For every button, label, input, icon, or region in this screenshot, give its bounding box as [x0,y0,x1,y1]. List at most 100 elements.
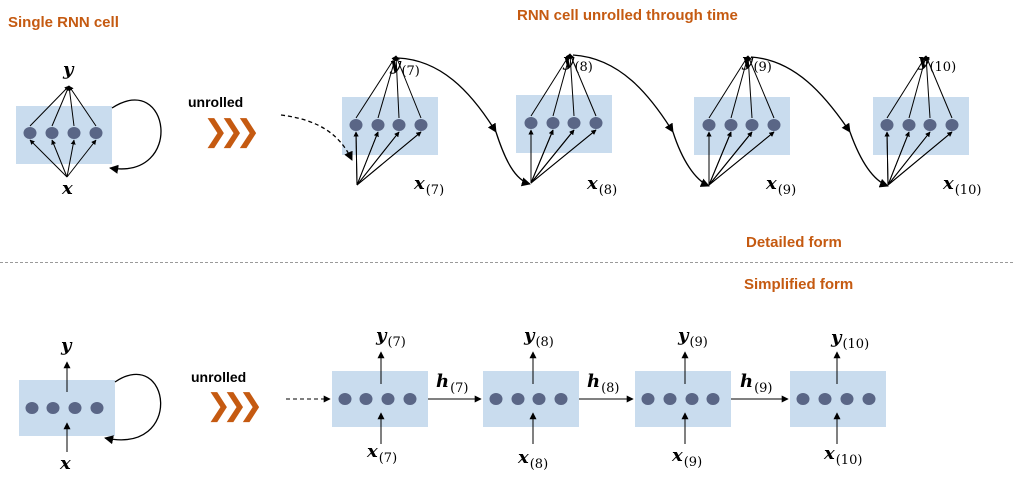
var-subscript: (9) [777,183,797,198]
var-subscript: (10) [929,60,957,75]
recurrent-arrow [750,56,851,133]
neuron [414,119,428,131]
recurrent-arrow [495,131,531,187]
neuron [745,119,759,131]
recurrent-arrow [104,373,162,445]
unrolled-label-top: unrolled [188,94,244,110]
var-letter: x [367,441,378,462]
connection-arrow [530,129,554,184]
var-subscript: (7) [401,64,420,79]
connection-arrow [569,53,597,117]
connection-arrow [356,131,379,186]
var-x-letter: x [60,453,71,474]
var-subscript: (10) [842,337,870,352]
connection-arrow [356,131,422,186]
connection-arrow [567,53,575,117]
var-subscript: (9) [754,381,773,396]
var-subscript: (8) [598,183,618,198]
neuron [89,127,103,139]
var-y-letter: y [61,335,72,356]
neuron [403,393,417,405]
neuron [381,393,395,405]
recurrent-arrow [849,131,889,188]
var-letter: x [766,173,777,194]
hidden-state-label: h(8) [587,373,620,396]
var-letter: y [678,325,689,346]
neuron [554,393,568,405]
connection-arrow [708,131,753,186]
connection-arrow [745,55,753,119]
triple-chevron-right-icon: ❯❯❯ [203,114,261,149]
neuron [524,117,538,129]
var-letter: x [414,173,425,194]
simplified-x-label: x(10) [824,445,862,468]
connection-arrow [530,53,571,117]
neuron [945,119,959,131]
var-subscript: (9) [683,455,703,470]
connection-arrow [886,55,927,119]
detailed-x-label: x(10) [943,175,981,198]
var-letter: x [672,445,683,466]
neuron [767,119,781,131]
connection-arrow [51,85,70,127]
var-letter: x [518,447,529,468]
connection-arrow [29,139,68,178]
var-letter: h [740,371,754,392]
detailed-x-label: x(8) [587,175,617,198]
connection-arrow [66,139,97,178]
connection-arrow [923,55,931,119]
connection-arrow [887,131,910,186]
var-letter: h [436,371,450,392]
var-subscript: (8) [535,335,554,350]
neuron [840,393,854,405]
var-letter: y [831,327,842,348]
single-cell-output-top: y [63,61,73,79]
connection-arrow [884,131,890,186]
neuron [67,127,81,139]
connection-arrow [747,55,775,119]
single-cell-output-bottom: y [61,337,71,355]
connection-arrow [887,131,931,186]
connection-arrow [377,55,398,119]
connection-arrow [887,131,953,186]
recurrent-arrow [672,131,710,187]
detailed-y-label: y(7) [390,54,420,79]
neuron [90,402,104,414]
single-cell-input-bottom: x [60,455,71,473]
neuron [338,393,352,405]
simplified-y-label: y(8) [524,325,554,350]
connection-arrow [708,131,775,186]
neuron [702,119,716,131]
simplified-y-label: y(10) [831,327,869,352]
var-letter: y [390,54,401,75]
neuron [706,393,720,405]
connection-arrow [353,131,359,186]
neuron [68,402,82,414]
var-subscript: (7) [450,381,469,396]
neuron [818,393,832,405]
neuron [796,393,810,405]
var-subscript: (7) [387,335,406,350]
connection-arrow [708,55,749,119]
var-subscript: (10) [954,183,982,198]
connection-arrow [393,55,400,119]
var-subscript: (8) [601,381,620,396]
neuron [663,393,677,405]
var-letter: y [524,325,535,346]
connection-arrow [530,129,597,184]
neuron [880,119,894,131]
recurrent-arrow [397,57,497,133]
single-cell-input-top: x [62,180,73,198]
neuron [489,393,503,405]
neuron [685,393,699,405]
connection-arrow [925,55,953,119]
neuron [862,393,876,405]
connection-arrow [552,53,572,117]
connection-arrow [51,139,68,178]
var-letter: y [376,325,387,346]
connection-arrow [708,131,732,186]
unrolled-label-bottom: unrolled [191,369,247,385]
var-subscript: (8) [574,60,593,75]
